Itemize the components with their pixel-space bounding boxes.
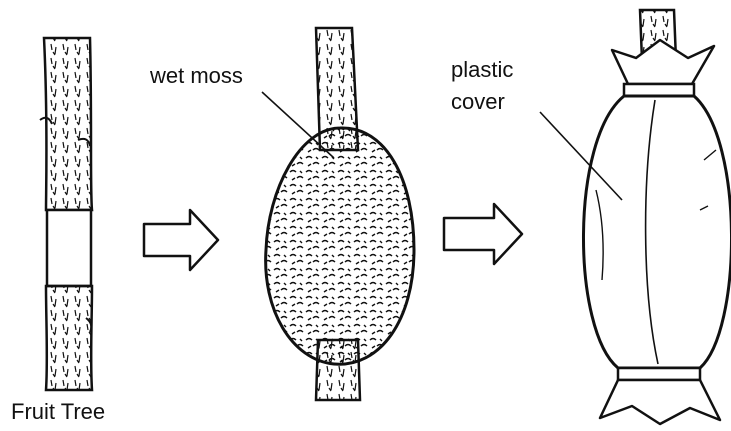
plastic-covered-branch xyxy=(540,10,731,424)
plastic-cover-label-line1: plastic xyxy=(451,56,513,84)
fruit-tree-label: Fruit Tree xyxy=(11,398,105,426)
bark-removed-band xyxy=(47,210,91,286)
plastic-cover-label-line2: cover xyxy=(451,88,505,116)
arrow-right-icon xyxy=(144,210,218,270)
stripped-branch xyxy=(40,38,92,390)
wet-moss-label: wet moss xyxy=(150,62,243,90)
arrow-right-icon xyxy=(444,204,522,264)
moss-wrapped-branch xyxy=(262,28,414,400)
